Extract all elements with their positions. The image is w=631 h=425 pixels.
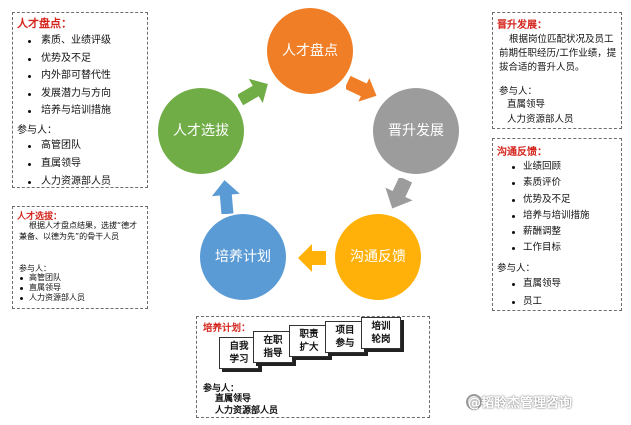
training-title: 培养计划： bbox=[203, 323, 251, 334]
training-participants: 直属领导 人力资源部人员 bbox=[215, 393, 278, 417]
step-text: 培训 bbox=[371, 321, 391, 332]
promotion-title: 晋升发展： bbox=[497, 20, 547, 31]
list-item: 人力资源部人员 bbox=[507, 114, 574, 125]
training-box: 培养计划： 自我 学习 在职 指导 职责 扩大 项目 参与 培训 轮岗 参与人：… bbox=[196, 316, 430, 418]
promotion-node: 晋升发展 bbox=[373, 88, 459, 174]
arrow-up-icon bbox=[212, 180, 240, 214]
list-item: 培养与培训措施 bbox=[28, 102, 111, 120]
step-text: 项目 bbox=[335, 325, 355, 336]
selection-participants: 高管团队 直属领导 人力资源部人员 bbox=[20, 273, 85, 303]
step-responsibility-expansion: 职责 扩大 bbox=[289, 325, 329, 357]
list-item: 员工 bbox=[511, 293, 561, 311]
promotion-description: 根据岗位匹配状况及员工前期任职经历/工作业绩，提拔合适的晋升人员。 bbox=[499, 34, 617, 73]
list-item: 素质评价 bbox=[512, 175, 590, 191]
step-text: 自我 bbox=[229, 341, 249, 352]
arrow-left-icon bbox=[298, 244, 326, 272]
selection-box: 人才选拔： 根据人才盘点结果，选拔“德才兼备、以德为先”的骨干人员 参与人： 高… bbox=[12, 206, 148, 309]
selection-node: 人才选拔 bbox=[158, 88, 244, 174]
step-text: 扩大 bbox=[299, 342, 319, 353]
step-text: 指导 bbox=[263, 348, 283, 359]
watermark-icon bbox=[466, 394, 482, 410]
participants-label: 参与人： bbox=[203, 384, 240, 394]
list-item: 直属领导 bbox=[507, 99, 546, 110]
step-text: 职责 bbox=[299, 329, 319, 340]
step-text: 参与 bbox=[335, 338, 355, 349]
list-item: 人力资源部人员 bbox=[215, 406, 279, 416]
list-item: 人力资源部人员 bbox=[28, 173, 111, 191]
list-item: 高管团队 bbox=[20, 273, 85, 283]
list-item: 发展潜力与方向 bbox=[28, 85, 111, 103]
talent-review-box: 人才盘点： 素质、业绩评级 优势及不足 内外部可替代性 发展潜力与方向 培养与培… bbox=[12, 12, 148, 188]
promotion-participants: 直属领导 人力资源部人员 bbox=[507, 97, 574, 127]
step-training-rotation: 培训 轮岗 bbox=[361, 317, 401, 349]
feedback-title: 沟通反馈： bbox=[497, 147, 547, 158]
participants-label: 参与人： bbox=[19, 264, 51, 273]
list-item: 优势及不足 bbox=[28, 50, 111, 68]
list-item: 培养与培训措施 bbox=[512, 208, 590, 224]
talent-review-title: 人才盘点： bbox=[17, 17, 72, 30]
list-item: 直属领导 bbox=[511, 275, 561, 293]
talent-review-node: 人才盘点 bbox=[267, 8, 353, 94]
list-item: 直属领导 bbox=[20, 283, 85, 293]
watermark: @韬聆杰管理咨询 bbox=[468, 396, 573, 411]
feedback-box: 沟通反馈： 业绩回顾 素质评价 优势及不足 培养与培训措施 薪酬调整 工作目标 … bbox=[492, 138, 622, 311]
list-item: 素质、业绩评级 bbox=[28, 32, 111, 50]
step-self-study: 自我 学习 bbox=[219, 337, 259, 369]
arrow-right-icon bbox=[346, 76, 377, 102]
list-item: 高管团队 bbox=[28, 137, 111, 155]
selection-description: 根据人才盘点结果，选拔“德才兼备、以德为先”的骨干人员 bbox=[19, 221, 138, 241]
talent-review-participants: 高管团队 直属领导 人力资源部人员 bbox=[28, 137, 111, 191]
list-item: 业绩回顾 bbox=[512, 159, 590, 175]
step-text: 在职 bbox=[263, 335, 283, 346]
step-text: 学习 bbox=[229, 354, 249, 365]
list-item: 人力资源部人员 bbox=[20, 293, 85, 302]
list-item: 薪酬调整 bbox=[512, 224, 590, 240]
participants-label: 参与人： bbox=[17, 125, 57, 136]
participants-label: 参与人： bbox=[497, 263, 536, 274]
training-plan-node: 培养计划 bbox=[200, 214, 286, 300]
step-project-participation: 项目 参与 bbox=[325, 321, 365, 353]
feedback-node: 沟通反馈 bbox=[335, 214, 421, 300]
list-item: 直属领导 bbox=[215, 394, 252, 404]
step-text: 轮岗 bbox=[371, 334, 391, 345]
list-item: 内外部可替代性 bbox=[28, 67, 111, 85]
list-item: 优势及不足 bbox=[512, 192, 590, 208]
list-item: 直属领导 bbox=[28, 155, 111, 173]
participants-label: 参与人： bbox=[499, 86, 538, 97]
step-on-job-coaching: 在职 指导 bbox=[253, 331, 293, 363]
arrow-down-icon bbox=[385, 178, 413, 209]
selection-title: 人才选拔： bbox=[17, 212, 63, 222]
promotion-box: 晋升发展： 根据岗位匹配状况及员工前期任职经历/工作业绩，提拔合适的晋升人员。 … bbox=[492, 12, 622, 129]
feedback-items: 业绩回顾 素质评价 优势及不足 培养与培训措施 薪酬调整 工作目标 bbox=[512, 159, 590, 257]
list-item: 工作目标 bbox=[512, 240, 590, 256]
feedback-participants: 直属领导 员工 bbox=[511, 275, 561, 311]
arrow-up-right-icon bbox=[238, 78, 268, 106]
talent-review-items: 素质、业绩评级 优势及不足 内外部可替代性 发展潜力与方向 培养与培训措施 bbox=[28, 32, 111, 120]
